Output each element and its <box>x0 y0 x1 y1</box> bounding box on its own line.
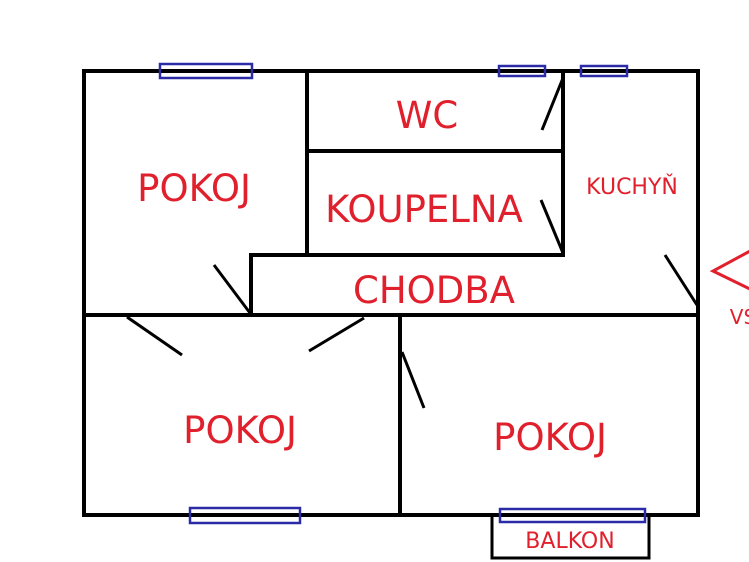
label-balcony: BALKON <box>525 529 614 554</box>
label-bathroom: KOUPELNA <box>325 188 523 231</box>
window-balcony <box>498 507 647 524</box>
interior-walls <box>82 69 700 517</box>
window-kitchen <box>579 64 629 78</box>
windows <box>158 62 647 525</box>
window-bottom-left <box>188 506 302 525</box>
label-room-bottom-right: POKOJ <box>493 416 607 459</box>
label-entrance: VS <box>730 305 749 329</box>
entrance-arrow-icon <box>709 249 749 291</box>
door-room-bottom-left-b <box>308 316 365 353</box>
door-room-bottom-right <box>400 351 426 409</box>
window-top-left <box>158 62 254 80</box>
door-room-top-left <box>212 264 252 314</box>
door-room-bottom-left-a <box>126 315 183 357</box>
door-kitchen <box>663 254 699 306</box>
label-room-top-left: POKOJ <box>137 167 251 210</box>
door-wc <box>540 77 565 131</box>
door-bathroom <box>539 199 565 254</box>
balcony-outline <box>490 513 651 560</box>
label-wc: WC <box>396 94 458 137</box>
outer-wall <box>82 69 700 517</box>
label-room-bottom-left: POKOJ <box>183 409 297 452</box>
room-labels: POKOJ WC KOUPELNA KUCHYŇ CHODBA POKOJ PO… <box>137 94 749 554</box>
window-wc <box>497 64 547 78</box>
door-swings <box>126 77 699 409</box>
label-kitchen: KUCHYŇ <box>586 174 678 200</box>
label-hallway: CHODBA <box>353 269 515 312</box>
